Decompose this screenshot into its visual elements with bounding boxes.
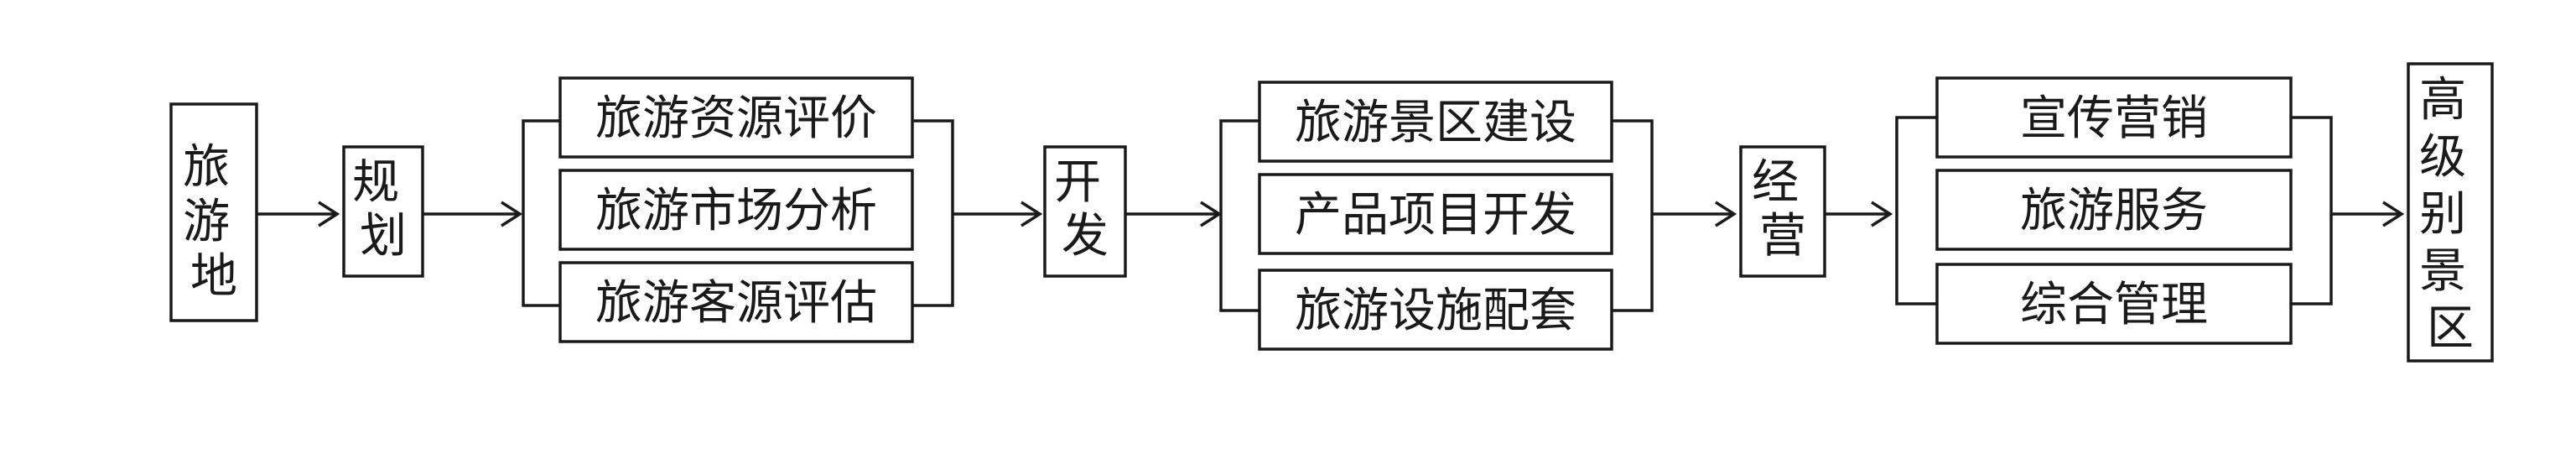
target-char-1: 高 — [2419, 73, 2466, 128]
planning-item-1: 旅游市场分析 — [558, 169, 914, 251]
target-node: 高 级 别 景 区 — [2407, 62, 2494, 363]
source-node: 旅 游 地 — [169, 102, 258, 322]
target-char-3: 别 — [2419, 187, 2466, 242]
operation-right-bracket — [2291, 116, 2333, 305]
arrow-head-development-items — [1200, 201, 1223, 227]
planning-right-bracket — [912, 119, 954, 307]
arrow-head-planning-items — [501, 201, 523, 227]
development-right-bracket — [1612, 119, 1654, 312]
operation-item-2-label: 综合管理 — [2020, 278, 2208, 332]
operation-char-2: 营 — [1759, 209, 1806, 264]
development-node: 开 发 — [1043, 145, 1127, 278]
development-label: 开 发 — [1054, 155, 1116, 264]
development-item-0: 旅游景区建设 — [1258, 81, 1613, 163]
planning-item-2-label: 旅游客源评估 — [595, 276, 877, 331]
development-item-1-label: 产品项目开发 — [1295, 188, 1576, 243]
operation-label: 经 营 — [1752, 155, 1814, 264]
planning-node: 规 划 — [342, 145, 424, 278]
planning-item-0: 旅游资源评价 — [558, 76, 914, 159]
source-char-2: 游 — [183, 195, 230, 249]
source-label: 旅 游 地 — [183, 140, 245, 304]
target-char-5: 区 — [2427, 301, 2474, 356]
target-char-4: 景 — [2419, 244, 2466, 299]
operation-item-0: 宣传营销 — [1935, 76, 2293, 159]
development-left-bracket — [1219, 119, 1259, 312]
development-char-1: 开 — [1054, 155, 1101, 210]
development-item-2-label: 旅游设施配套 — [1295, 284, 1576, 338]
source-char-1: 旅 — [183, 140, 230, 195]
planning-left-bracket — [522, 119, 560, 307]
operation-item-1-label: 旅游服务 — [2020, 184, 2208, 238]
operation-char-1: 经 — [1752, 155, 1799, 210]
development-item-1: 产品项目开发 — [1258, 173, 1613, 255]
target-label: 高 级 别 景 区 — [2419, 73, 2481, 356]
operation-item-1: 旅游服务 — [1935, 169, 2293, 251]
planning-item-1-label: 旅游市场分析 — [595, 184, 877, 238]
arrow-head-planning-development — [1021, 201, 1043, 227]
development-item-0-label: 旅游景区建设 — [1295, 96, 1576, 150]
operation-node: 经 营 — [1739, 145, 1826, 278]
planning-label: 规 划 — [352, 155, 414, 264]
arrow-head-source-planning — [318, 201, 340, 227]
operation-item-2: 综合管理 — [1935, 263, 2293, 345]
planning-char-1: 规 — [352, 155, 399, 210]
planning-item-0-label: 旅游资源评价 — [595, 91, 877, 146]
planning-char-2: 划 — [360, 209, 407, 264]
planning-item-2: 旅游客源评估 — [558, 261, 914, 343]
arrow-head-operation-target — [2382, 201, 2405, 227]
development-item-2: 旅游设施配套 — [1258, 269, 1613, 351]
source-char-3: 地 — [190, 249, 237, 304]
arrow-head-operation-items — [1871, 201, 1893, 227]
development-char-2: 发 — [1062, 209, 1109, 264]
target-char-2: 级 — [2419, 130, 2466, 185]
arrow-head-development-operation — [1715, 201, 1737, 227]
operation-left-bracket — [1895, 116, 1937, 305]
operation-item-0-label: 宣传营销 — [2020, 91, 2208, 146]
